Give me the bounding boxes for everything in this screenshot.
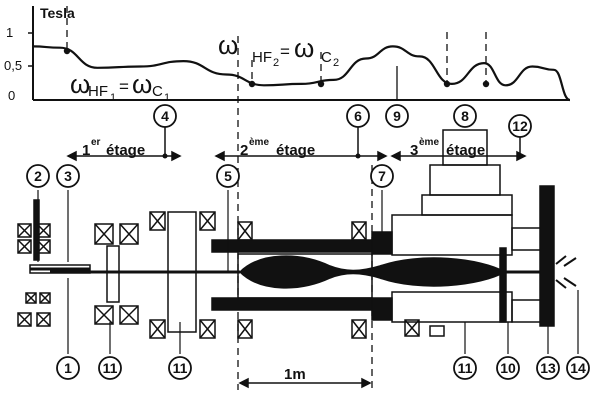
coil-pair (17, 292, 51, 327)
callout-1: 1 (56, 356, 80, 380)
callout-number: 4 (161, 108, 169, 124)
svg-text:C: C (321, 49, 332, 66)
callout-number: 2 (34, 168, 42, 184)
resonance-point (248, 80, 256, 88)
svg-text:ème: ème (249, 137, 269, 148)
svg-text:3: 3 (410, 142, 418, 159)
callout-number: 11 (458, 360, 473, 376)
callout-6: 6 (346, 104, 370, 128)
callout-10: 10 (496, 356, 520, 380)
field-plot: Tesla 1 0,5 0 ω HF 1 = ω C 1 ω HF 2 = ω … (4, 5, 571, 104)
callout-number: 14 (570, 360, 586, 376)
y-tick-0-5: 0,5 (4, 58, 22, 73)
svg-text:ω: ω (294, 33, 314, 63)
callout-number: 3 (64, 168, 72, 184)
svg-text:=: = (119, 77, 129, 96)
svg-text:ω: ω (132, 69, 152, 99)
svg-text:2: 2 (333, 57, 339, 69)
callout-circle (370, 164, 394, 188)
svg-text:étage: étage (446, 142, 485, 159)
svg-text:1: 1 (164, 92, 170, 104)
svg-text:1: 1 (110, 92, 116, 104)
apparatus (17, 129, 577, 339)
svg-text:2: 2 (240, 142, 248, 159)
callout-circle (453, 104, 477, 128)
callout-4: 4 (153, 104, 177, 128)
svg-text:étage: étage (106, 142, 145, 159)
field-curve (32, 45, 571, 102)
callout-11: 11 (168, 356, 192, 380)
callout-circle (216, 164, 240, 188)
callout-number: 7 (378, 168, 386, 184)
svg-text:er: er (91, 137, 101, 148)
stage-label-3: 3 ème étage (410, 137, 485, 159)
callout-number: 9 (393, 108, 401, 124)
callout-circle (98, 356, 122, 380)
resonance-condition-2: ω HF 2 = ω C 2 (218, 30, 339, 69)
svg-text:C: C (152, 83, 163, 100)
callout-11: 11 (98, 356, 122, 380)
callout-12: 12 (508, 114, 532, 138)
stage-dot (355, 153, 361, 159)
y-tick-0: 0 (8, 88, 15, 103)
callout-circle (26, 164, 50, 188)
resonance-point (317, 80, 325, 88)
scale-bar-label: 1m (284, 366, 306, 383)
callout-13: 13 (536, 356, 560, 380)
svg-text:ω: ω (70, 69, 90, 99)
svg-text:1: 1 (82, 142, 90, 159)
callout-circle (496, 356, 520, 380)
svg-text:HF: HF (88, 83, 108, 100)
stage-label-1: 1 er étage (82, 137, 145, 159)
svg-text:HF: HF (252, 49, 272, 66)
y-unit-label: Tesla (40, 5, 75, 21)
callout-11: 11 (453, 356, 477, 380)
callout-5: 5 (216, 164, 240, 188)
leader-lines (37, 190, 579, 354)
callout-number: 12 (512, 118, 528, 134)
callout-9: 9 (385, 104, 409, 128)
callout-circle (566, 356, 590, 380)
callout-circle (168, 356, 192, 380)
callout-circle (536, 356, 560, 380)
callout-circle (153, 104, 177, 128)
callout-circle (56, 356, 80, 380)
callout-circle (385, 104, 409, 128)
resonance-condition-1: ω HF 1 = ω C 1 (70, 69, 170, 104)
stage-label-2: 2 ème étage (240, 137, 315, 159)
callout-2: 2 (26, 164, 50, 188)
resonance-point (63, 47, 71, 55)
svg-text:=: = (280, 42, 290, 61)
callout-number: 11 (173, 360, 188, 376)
callout-8: 8 (453, 104, 477, 128)
svg-text:2: 2 (273, 57, 279, 69)
stage-arrows (66, 126, 527, 162)
y-tick-1: 1 (6, 25, 13, 40)
callout-circle (346, 104, 370, 128)
callout-number: 5 (224, 168, 232, 184)
callout-circle (56, 164, 80, 188)
callout-number: 10 (500, 360, 516, 376)
callout-number: 13 (540, 360, 556, 376)
callout-number: 8 (461, 108, 469, 124)
stage-dot (162, 153, 168, 159)
callout-circle (508, 114, 532, 138)
callout-number: 6 (354, 108, 362, 124)
callout-7: 7 (370, 164, 394, 188)
callout-3: 3 (56, 164, 80, 188)
svg-text:étage: étage (276, 142, 315, 159)
callout-number: 11 (103, 360, 118, 376)
callout-circle (453, 356, 477, 380)
svg-text:ω: ω (218, 30, 238, 60)
svg-text:ème: ème (419, 137, 439, 148)
callout-14: 14 (566, 356, 590, 380)
callout-number: 1 (64, 360, 72, 376)
scale-bar (238, 377, 372, 389)
